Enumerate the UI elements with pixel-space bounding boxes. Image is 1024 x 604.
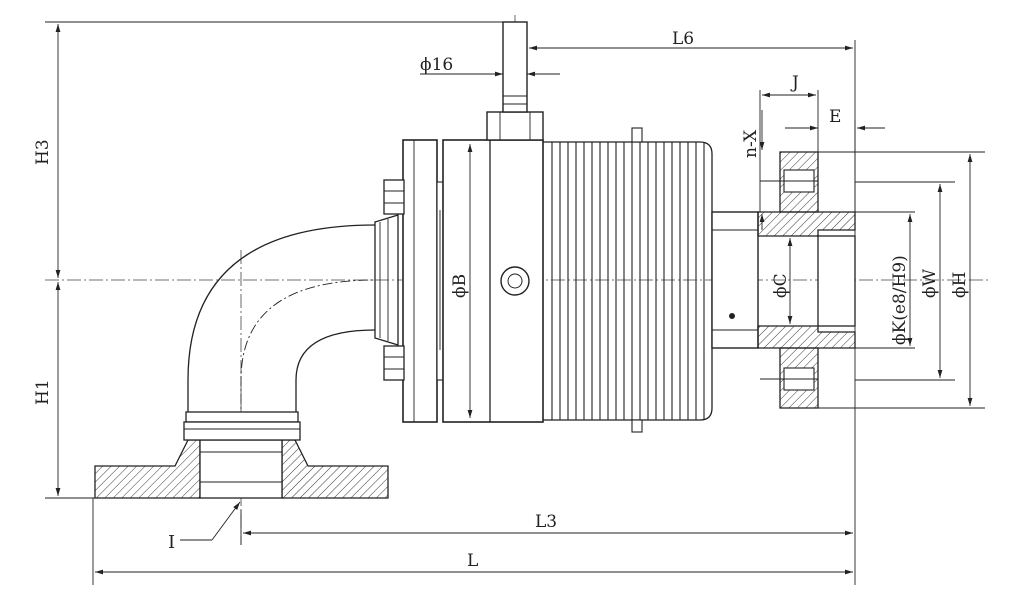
rotor-shaft: [711, 211, 759, 349]
label-nx: n-X: [741, 129, 761, 158]
label-h: ϕH: [950, 272, 970, 298]
label-h3: H3: [33, 139, 53, 165]
label-d16: ϕ16: [420, 55, 453, 75]
finned-housing: [543, 127, 713, 433]
left-flange: [383, 139, 444, 423]
dimension-labels: H3 H1 L6 ϕ16 J n-X E ϕB ϕC ϕK(e8/H9) ϕW …: [33, 29, 970, 571]
label-e: E: [829, 107, 841, 127]
main-body: [442, 21, 544, 423]
label-w: ϕW: [920, 268, 940, 298]
label-j: J: [790, 73, 799, 93]
label-k: ϕK(e8/H9): [890, 255, 910, 345]
label-l6: L6: [672, 29, 694, 49]
extension-lines: [45, 21, 985, 585]
label-h1: H1: [33, 379, 53, 405]
label-i: I: [168, 532, 175, 553]
label-b: ϕB: [450, 274, 470, 298]
base-flange: [94, 439, 389, 499]
dimension-lines: [55, 24, 973, 575]
label-l3: L3: [535, 512, 557, 532]
label-c: ϕC: [771, 273, 791, 298]
label-l: L: [467, 551, 478, 571]
elbow-pipe: [183, 214, 399, 441]
right-flange: [757, 151, 856, 409]
